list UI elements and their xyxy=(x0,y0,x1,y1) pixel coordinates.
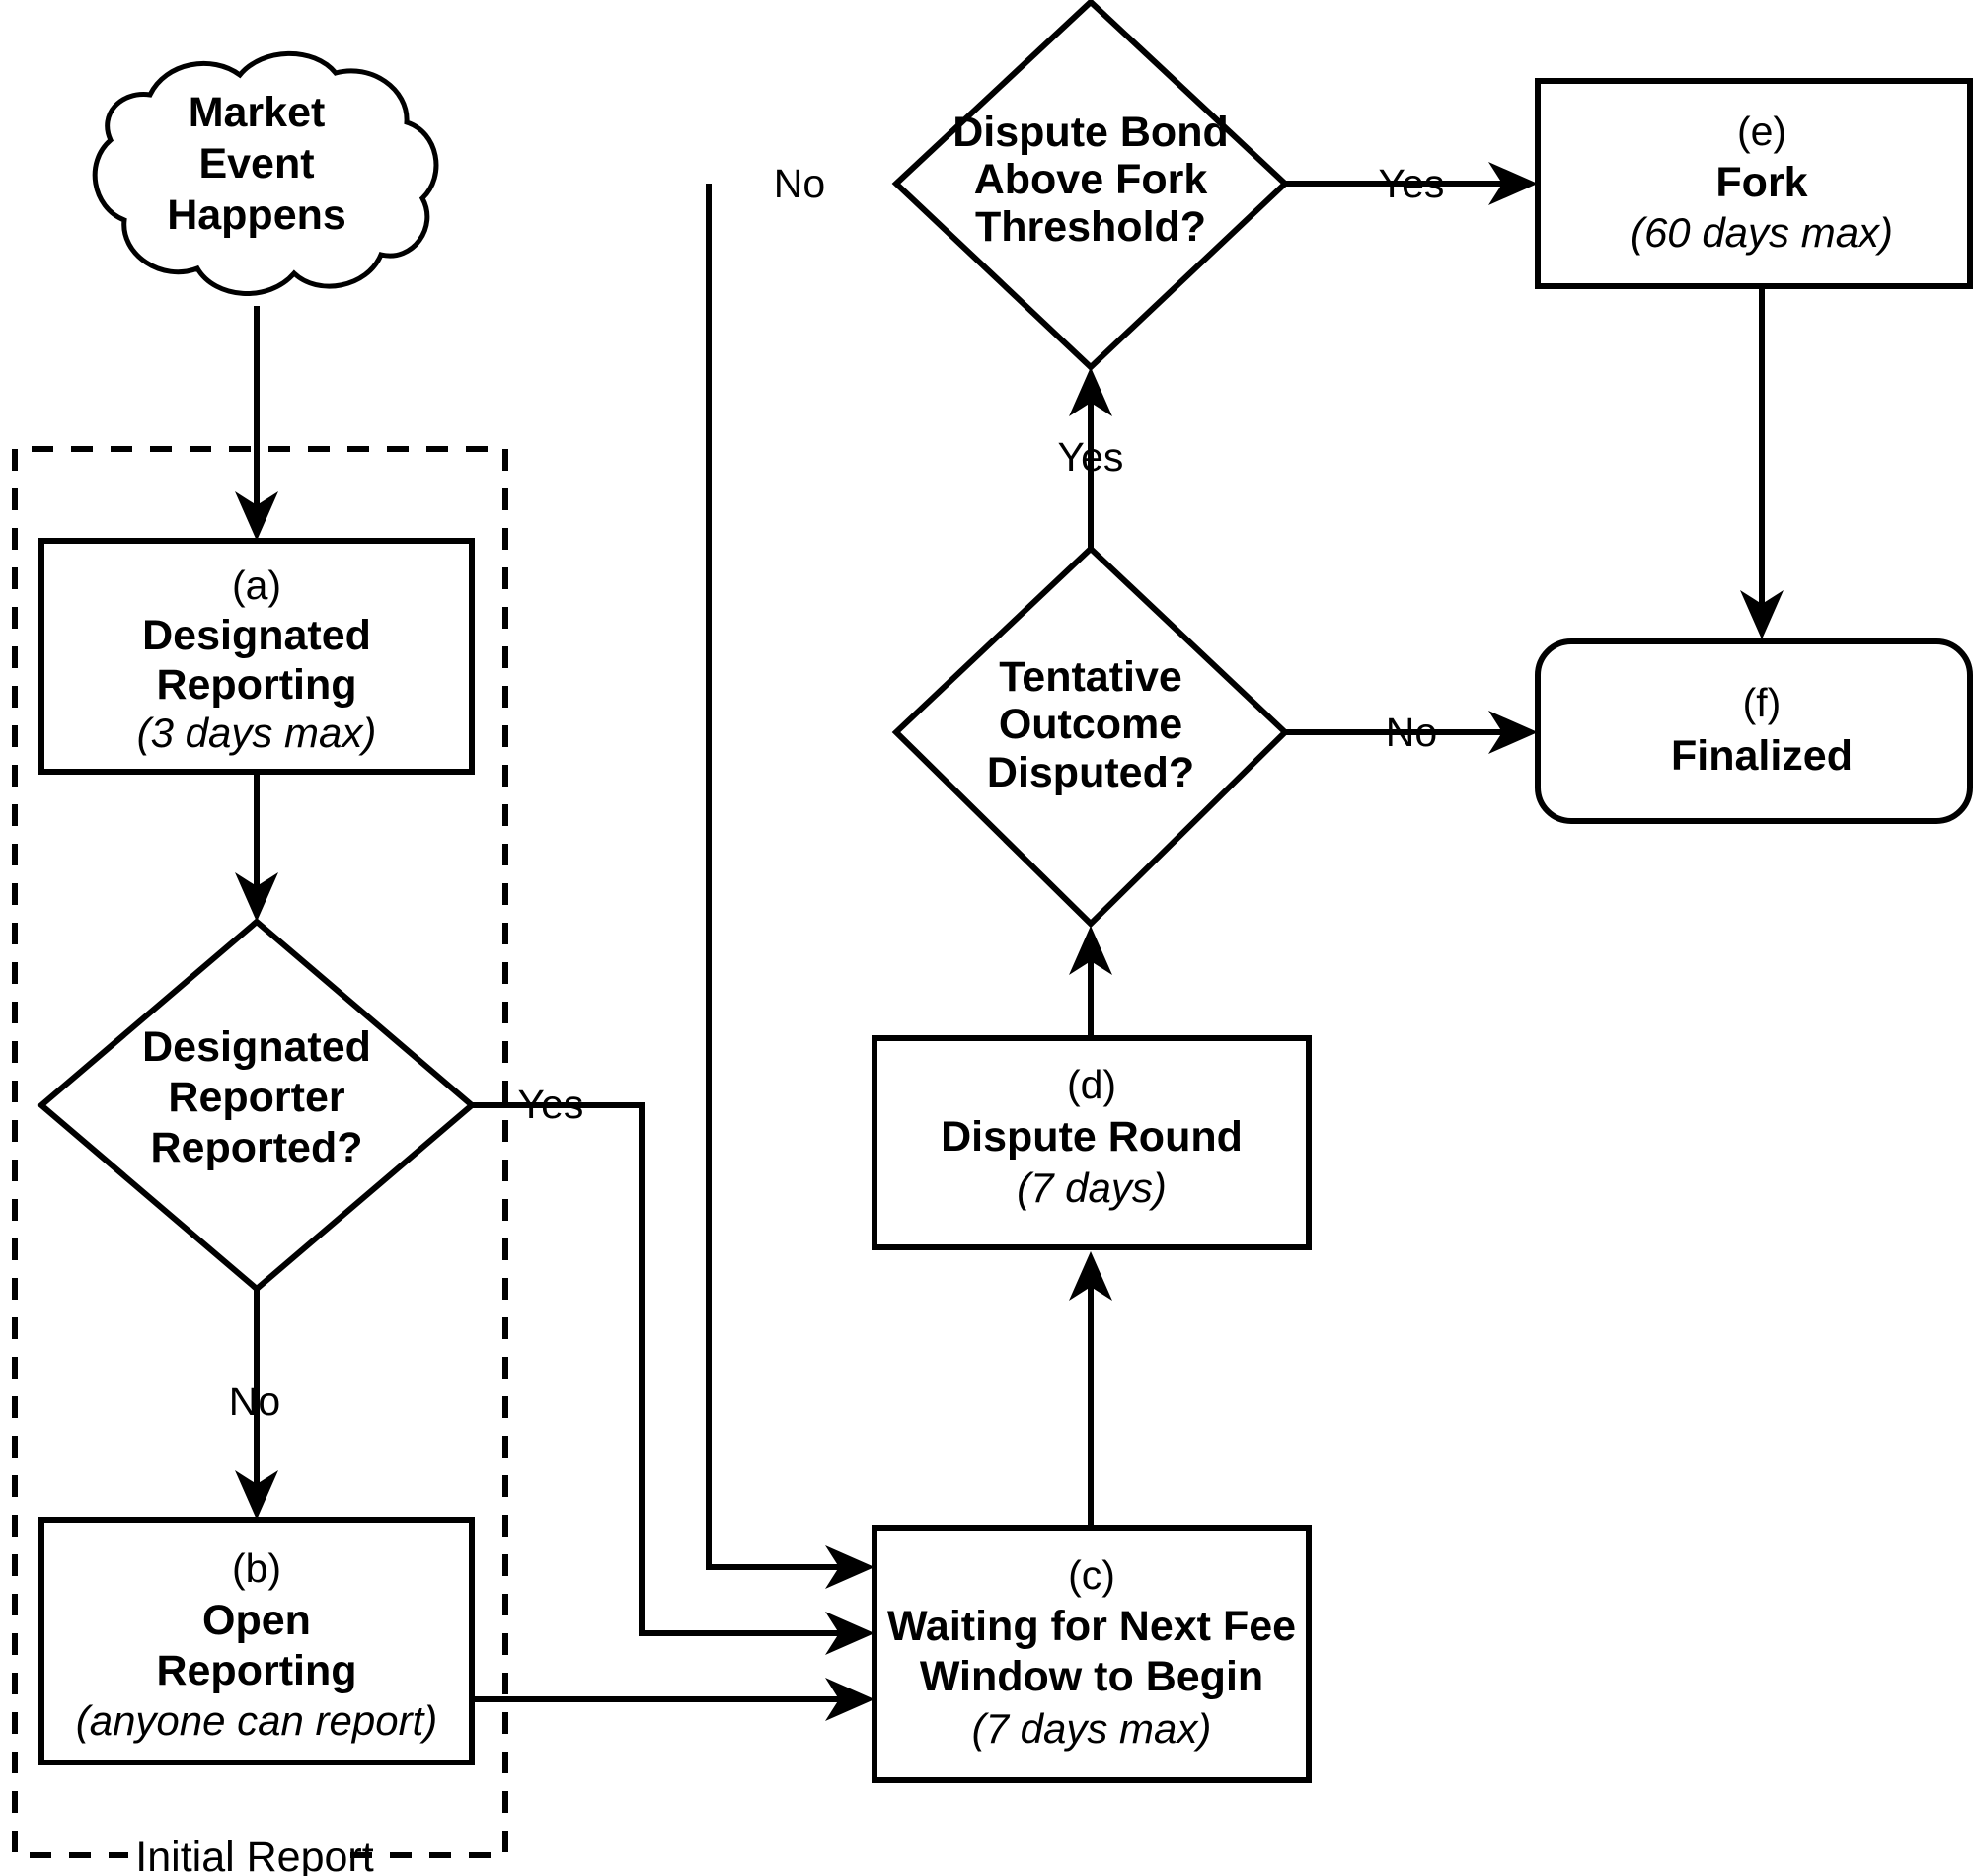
market-event-line-3: Happens xyxy=(167,191,346,239)
node-c-line-2: Window to Begin xyxy=(920,1653,1263,1700)
node-a-note: (3 days max) xyxy=(137,710,377,756)
decision2-line-2: Outcome xyxy=(999,701,1182,748)
edge-fork-to-finalized xyxy=(1740,288,1784,639)
edge-label-no-designated: No xyxy=(229,1379,280,1424)
group-initial-report: Initial Report xyxy=(12,446,508,1876)
decision3-line-1: Dispute Bond xyxy=(952,109,1228,156)
node-a-id: (a) xyxy=(232,563,281,608)
node-c-waiting-fee-window[interactable]: (c) Waiting for Next Fee Window to Begin… xyxy=(872,1525,1312,1783)
node-c-id: (c) xyxy=(1068,1552,1115,1598)
decision2-line-1: Tentative xyxy=(999,653,1182,701)
initial-report-label: Initial Report xyxy=(135,1834,373,1876)
edge-decision-yes-to-c: Yes xyxy=(472,1082,874,1655)
node-designated-reporter-reported[interactable]: Designated Reporter Reported? xyxy=(37,918,477,1293)
node-a-line-1: Designated xyxy=(142,612,371,659)
edge-event-to-a xyxy=(235,306,278,541)
node-a-line-2: Reporting xyxy=(156,661,356,709)
node-b-line-2: Reporting xyxy=(156,1647,356,1694)
edge-forkcheck-no-to-c: No xyxy=(706,161,874,1589)
edge-a-to-decision xyxy=(235,772,278,922)
node-dispute-bond-above-fork[interactable]: Dispute Bond Above Fork Threshold? xyxy=(891,0,1290,372)
node-b-id: (b) xyxy=(232,1545,281,1591)
node-b-open-reporting[interactable]: (b) Open Reporting (anyone can report) xyxy=(38,1517,475,1765)
node-d-line-1: Dispute Round xyxy=(941,1113,1243,1161)
node-e-line-1: Fork xyxy=(1715,159,1807,206)
edge-label-yes-designated: Yes xyxy=(518,1082,584,1127)
edge-c-to-d xyxy=(1069,1251,1112,1528)
node-e-fork[interactable]: (e) Fork (60 days max) xyxy=(1535,78,1973,289)
edge-d-to-disputed xyxy=(1069,926,1112,1041)
edge-label-no-disputed: No xyxy=(1386,710,1437,755)
node-f-id: (f) xyxy=(1743,680,1782,725)
node-d-dispute-round[interactable]: (d) Dispute Round (7 days) xyxy=(872,1035,1312,1250)
edge-b-to-c xyxy=(469,1678,874,1721)
decision1-line-1: Designated xyxy=(142,1023,371,1071)
edge-label-no-forkbond: No xyxy=(774,161,825,206)
node-e-id: (e) xyxy=(1737,109,1786,154)
node-a-designated-reporting[interactable]: (a) Designated Reporting (3 days max) xyxy=(38,538,475,775)
edge-label-yes-disputed: Yes xyxy=(1058,434,1124,480)
node-d-note: (7 days) xyxy=(1017,1164,1167,1211)
initial-report-dashed-border xyxy=(12,446,508,1858)
market-event-line-1: Market xyxy=(189,89,326,136)
node-f-finalized[interactable]: (f) Finalized xyxy=(1535,638,1973,824)
node-e-note: (60 days max) xyxy=(1631,209,1893,256)
node-market-event[interactable]: Market Event Happens xyxy=(92,50,439,296)
edge-decision-no-to-b: No xyxy=(229,1289,280,1520)
node-c-note: (7 days max) xyxy=(972,1705,1212,1752)
decision1-line-2: Reporter xyxy=(168,1074,344,1121)
edge-forkcheck-yes-to-fork: Yes xyxy=(1285,161,1538,206)
node-b-note: (anyone can report) xyxy=(76,1697,438,1744)
edge-label-yes-forkbond: Yes xyxy=(1379,161,1445,206)
node-b-line-1: Open xyxy=(202,1597,311,1644)
edge-disputed-no-to-finalized: No xyxy=(1285,710,1538,755)
decision1-line-3: Reported? xyxy=(151,1124,363,1171)
decision3-line-3: Threshold? xyxy=(975,203,1206,251)
market-event-line-2: Event xyxy=(198,140,314,188)
node-d-id: (d) xyxy=(1067,1062,1116,1107)
node-f-line-1: Finalized xyxy=(1671,732,1853,780)
decision2-line-3: Disputed? xyxy=(987,749,1194,796)
node-c-line-1: Waiting for Next Fee xyxy=(887,1603,1296,1650)
decision3-line-2: Above Fork xyxy=(974,156,1208,203)
node-tentative-outcome-disputed[interactable]: Tentative Outcome Disputed? xyxy=(891,544,1290,929)
